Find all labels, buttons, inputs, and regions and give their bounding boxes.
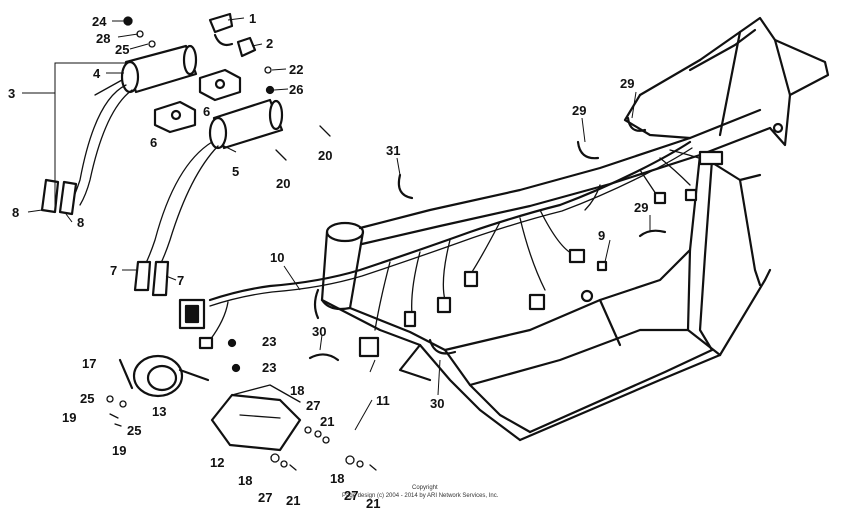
callout-23a: 23 — [262, 334, 276, 349]
spark-plug-caps — [40, 178, 170, 297]
callout-27c: 27 — [344, 488, 358, 503]
callout-19a: 19 — [62, 410, 76, 425]
callout-7a: 7 — [110, 263, 117, 278]
callout-21c: 21 — [366, 496, 380, 511]
motorcycle-frame — [313, 16, 830, 442]
callout-31: 31 — [386, 143, 400, 158]
callout-8a: 8 — [12, 205, 19, 220]
callout-25b: 25 — [80, 391, 94, 406]
callout-18b: 18 — [238, 473, 252, 488]
harness-clamps — [308, 116, 667, 362]
callout-30a: 30 — [312, 324, 326, 339]
fasteners — [106, 16, 377, 471]
coil-brackets — [153, 68, 242, 134]
ignition-coil-lower — [144, 98, 284, 266]
copyright-line-1: Copyright — [412, 485, 438, 491]
horn — [118, 354, 210, 398]
callout-18a: 18 — [290, 383, 304, 398]
callout-29b: 29 — [572, 103, 586, 118]
callout-27a: 27 — [306, 398, 320, 413]
callout-29a: 29 — [620, 76, 634, 91]
copyright-notice: Copyright Page design (c) 2004 - 2014 by… — [342, 485, 499, 499]
callout-4: 4 — [93, 66, 101, 81]
callout-27b: 27 — [258, 490, 272, 505]
callout-3: 3 — [8, 86, 15, 101]
callout-28: 28 — [96, 31, 110, 46]
callout-30b: 30 — [430, 396, 444, 411]
callout-2: 2 — [266, 36, 273, 51]
top-clamps — [208, 12, 257, 58]
leader-lines — [22, 17, 651, 431]
callout-5: 5 — [232, 164, 239, 179]
callout-labels: 1 2 3 4 5 6 6 7 7 8 8 9 10 11 12 13 17 1… — [8, 11, 648, 511]
callout-22: 22 — [289, 62, 303, 77]
callout-23b: 23 — [262, 360, 276, 375]
callout-25c: 25 — [127, 423, 141, 438]
callout-26: 26 — [289, 82, 303, 97]
copyright-line-2: Page design (c) 2004 - 2014 by ARI Netwo… — [342, 493, 499, 499]
callout-18c: 18 — [330, 471, 344, 486]
callout-11: 11 — [376, 393, 390, 408]
ignition-coil-upper — [69, 44, 198, 206]
callout-12: 12 — [210, 455, 224, 470]
callout-8b: 8 — [77, 215, 84, 230]
callout-13: 13 — [152, 404, 166, 419]
callout-29c: 29 — [634, 200, 648, 215]
wiring-harness — [178, 140, 724, 358]
callout-10: 10 — [270, 250, 284, 265]
callout-20a: 20 — [318, 148, 332, 163]
callout-24: 24 — [92, 14, 107, 29]
callout-21a: 21 — [320, 414, 334, 429]
side-cover — [210, 384, 302, 452]
callout-7b: 7 — [177, 273, 184, 288]
callout-21b: 21 — [286, 493, 300, 508]
callout-20b: 20 — [276, 176, 290, 191]
callout-6b: 6 — [150, 135, 157, 150]
callout-19b: 19 — [112, 443, 126, 458]
callout-17: 17 — [82, 356, 96, 371]
callout-6a: 6 — [203, 104, 210, 119]
callout-1: 1 — [249, 11, 256, 26]
callout-25a: 25 — [115, 42, 129, 57]
callout-9: 9 — [598, 228, 605, 243]
